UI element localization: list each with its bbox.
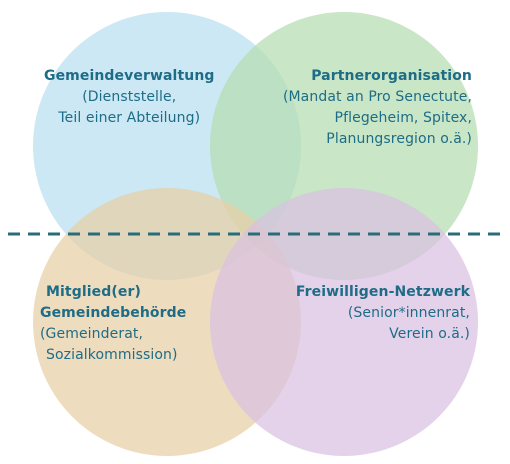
label-gemeindebehoerde: Mitglied(er) Gemeindebehörde (Gemeindera…: [40, 282, 186, 366]
label-gemeindeverwaltung: Gemeindeverwaltung (Dienststelle, Teil e…: [44, 66, 215, 129]
freiwilligen-netzwerk-line-1: (Senior*innenrat,: [347, 305, 470, 321]
circle-freiwilligen-netzwerk: [210, 188, 478, 456]
gemeindeverwaltung-line-2: Teil einer Abteilung): [58, 110, 201, 126]
partnerorganisation-line-1: (Mandat an Pro Senectute,: [282, 89, 472, 105]
partnerorganisation-title: Partnerorganisation: [311, 68, 472, 84]
gemeindeverwaltung-line-1: (Dienststelle,: [82, 89, 177, 105]
gemeindebehoerde-title-1: Mitglied(er): [46, 284, 141, 300]
gemeindeverwaltung-title: Gemeindeverwaltung: [44, 68, 215, 84]
label-freiwilligen-netzwerk: Freiwilligen-Netzwerk (Senior*innenrat, …: [296, 282, 470, 345]
gemeindebehoerde-title-2: Gemeindebehörde: [40, 305, 187, 321]
gemeindebehoerde-line-2: Sozialkommission): [46, 347, 178, 363]
gemeindebehoerde-line-1: (Gemeinderat,: [40, 326, 144, 342]
label-partnerorganisation: Partnerorganisation (Mandat an Pro Senec…: [283, 66, 472, 150]
partnerorganisation-line-2: Pflegeheim, Spitex,: [334, 110, 472, 126]
freiwilligen-netzwerk-line-2: Verein o.ä.): [389, 326, 470, 342]
partnerorganisation-line-3: Planungsregion o.ä.): [326, 131, 472, 147]
freiwilligen-netzwerk-title: Freiwilligen-Netzwerk: [295, 284, 470, 300]
